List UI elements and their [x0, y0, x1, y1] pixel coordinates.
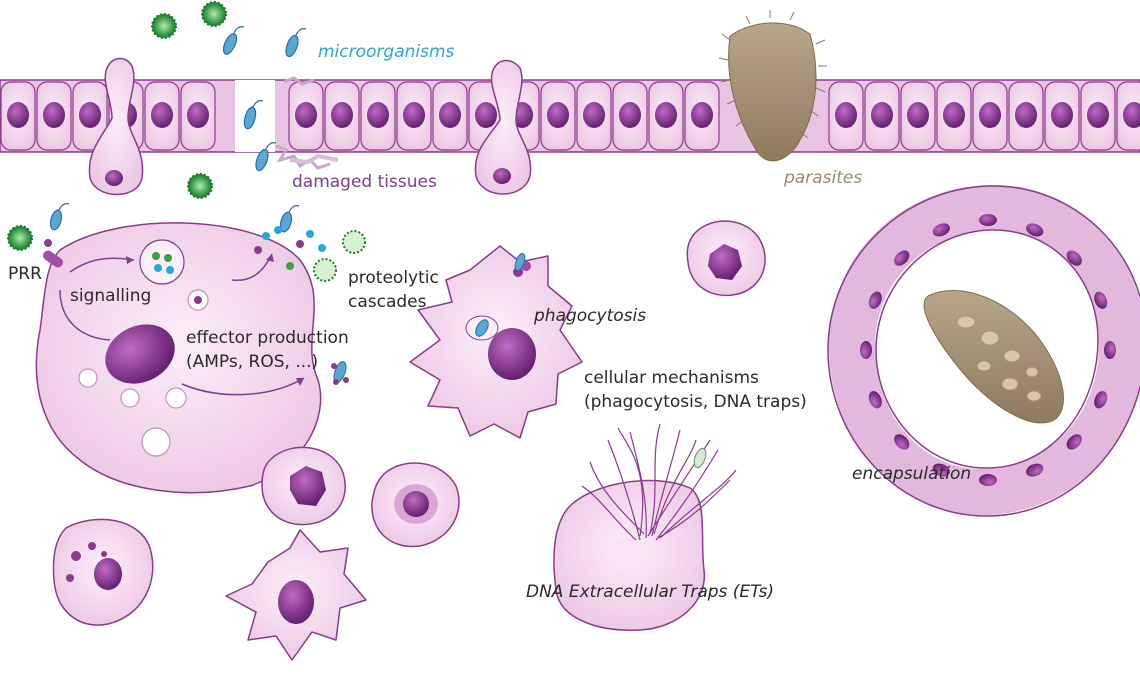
capsule-cell-nuclei	[860, 214, 1116, 486]
epithelial-nucleus	[547, 102, 569, 128]
damaged-tissue-gap	[235, 76, 339, 170]
epithelial-nucleus	[79, 102, 101, 128]
virus-icon	[187, 173, 213, 199]
et-cell	[553, 423, 737, 631]
bacterium-icon	[255, 142, 277, 172]
bacterium-icon	[285, 28, 307, 58]
epithelial-cells	[0, 81, 1140, 151]
label-cellular-mechanisms: cellular mechanisms	[584, 368, 759, 388]
effector-molecules	[254, 226, 326, 270]
epithelial-nucleus	[439, 102, 461, 128]
epithelial-nucleus	[871, 102, 893, 128]
virus-icon	[7, 225, 33, 251]
epithelial-nucleus	[979, 102, 1001, 128]
label-proteolytic: proteolytic	[348, 268, 439, 288]
encapsulation-capsule	[827, 184, 1140, 517]
label-effector-production: effector production	[186, 328, 349, 348]
bacterium-icon	[49, 203, 70, 231]
epithelium-layer	[0, 79, 1140, 153]
epithelial-nucleus	[367, 102, 389, 128]
epithelial-nucleus	[691, 102, 713, 128]
epithelial-nucleus	[295, 102, 317, 128]
epithelial-nucleus	[151, 102, 173, 128]
epithelial-nucleus	[475, 102, 497, 128]
label-effector-examples: (AMPs, ROS, ...)	[186, 352, 319, 372]
round-hemocyte	[371, 462, 460, 548]
label-prr: PRR	[8, 264, 42, 284]
virus-particles	[7, 1, 366, 282]
epithelial-nucleus	[403, 102, 425, 128]
bacterium-icon	[243, 100, 264, 130]
phagocyte-cell	[409, 245, 583, 439]
round-hemocyte	[686, 220, 766, 297]
epithelial-nucleus	[1087, 102, 1109, 128]
capsule-nucleus	[868, 391, 882, 409]
epithelial-nucleus	[943, 102, 965, 128]
epithelial-nucleus	[331, 102, 353, 128]
label-dna-extracellular-traps: DNA Extracellular Traps (ETs)	[526, 582, 775, 602]
epithelial-nucleus	[43, 102, 65, 128]
label-cellular-mechanisms-examples: (phagocytosis, DNA traps)	[584, 392, 807, 412]
parasite-attached	[718, 10, 827, 162]
capsule-nucleus	[979, 214, 997, 226]
epithelial-nucleus	[835, 102, 857, 128]
capsule-nucleus	[894, 434, 910, 450]
capsule-nucleus	[979, 474, 997, 486]
bacterium-icon	[222, 26, 245, 55]
virus-icon	[151, 13, 177, 39]
epithelial-nucleus	[583, 102, 605, 128]
virus-icon	[313, 258, 337, 282]
label-cascades: cascades	[348, 292, 427, 312]
capsule-nucleus	[1026, 223, 1044, 237]
secretory-cell-left	[88, 57, 144, 196]
bacterium-attacked	[331, 361, 349, 385]
label-phagocytosis: phagocytosis	[534, 306, 647, 326]
bacteria	[49, 26, 307, 233]
capsule-nucleus	[932, 223, 950, 237]
label-encapsulation: encapsulation	[852, 464, 972, 484]
capsule-nucleus	[868, 291, 882, 309]
label-parasites: parasites	[784, 168, 863, 188]
capsule-nucleus	[1104, 341, 1116, 359]
epithelial-nucleus	[7, 102, 29, 128]
label-signalling: signalling	[70, 286, 152, 306]
epithelial-nucleus	[907, 102, 929, 128]
label-damaged-tissues: damaged tissues	[292, 172, 437, 192]
capsule-nucleus	[860, 341, 872, 359]
capsule-nucleus	[894, 250, 910, 266]
capsule-nucleus	[1094, 391, 1108, 409]
epithelial-nucleus	[1051, 102, 1073, 128]
star-hemocyte	[225, 529, 367, 661]
capsule-nucleus	[1066, 434, 1082, 450]
epithelial-nucleus	[619, 102, 641, 128]
epithelial-nucleus	[655, 102, 677, 128]
virus-icon	[201, 1, 227, 27]
signalling-hemocyte	[35, 222, 322, 494]
epithelial-nucleus	[187, 102, 209, 128]
virus-icon	[342, 230, 366, 254]
capsule-nucleus	[932, 463, 950, 477]
epithelial-nucleus	[1123, 102, 1140, 128]
capsule-nucleus	[1066, 250, 1082, 266]
round-hemocyte	[261, 446, 346, 526]
capsule-nucleus	[1094, 291, 1108, 309]
bacterium-icon	[279, 205, 300, 233]
granular-hemocyte	[52, 518, 154, 626]
capsule-nucleus	[1026, 463, 1044, 477]
epithelial-nucleus	[1015, 102, 1037, 128]
secretory-cell-right	[474, 59, 532, 195]
dna-fibres	[581, 423, 737, 541]
label-microorganisms: microorganisms	[318, 42, 455, 62]
